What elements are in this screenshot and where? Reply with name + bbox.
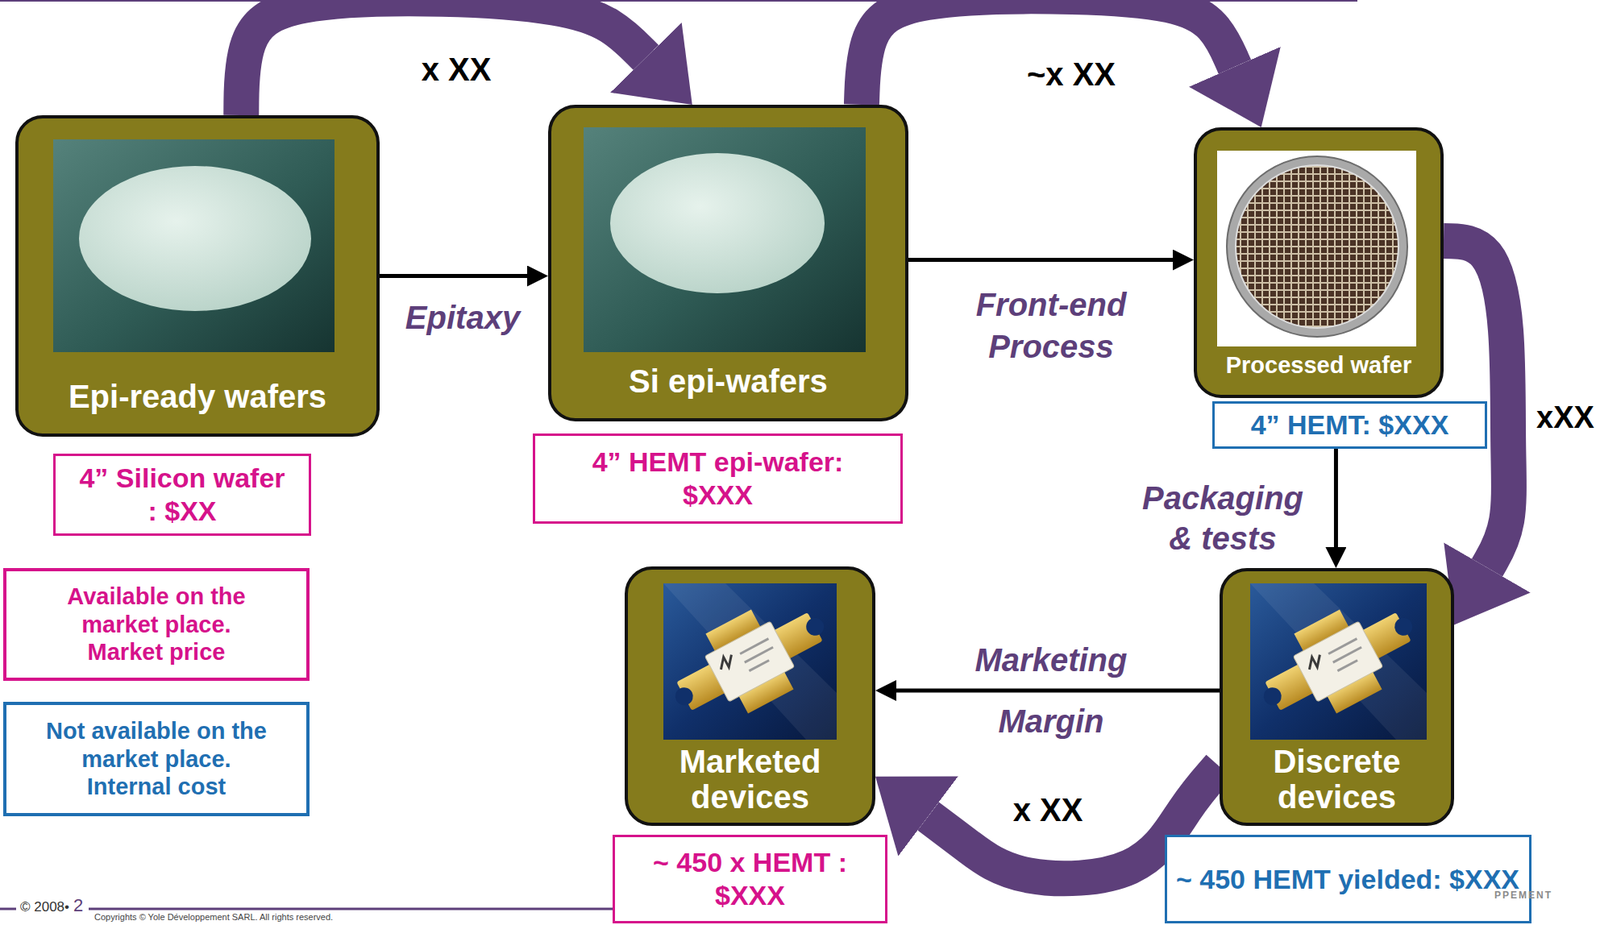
photo-background xyxy=(1217,150,1417,347)
multiplier-arrow xyxy=(861,0,1235,105)
page-number: 2 xyxy=(73,895,84,917)
photo-background xyxy=(583,127,866,353)
lead xyxy=(738,670,794,714)
price-label: 4” HEMT epi-wafer: $XXX xyxy=(581,445,856,512)
marking xyxy=(1333,647,1362,663)
mount-notch xyxy=(1391,615,1416,640)
footer-rule xyxy=(88,908,613,911)
price-label: ~ 450 x HEMT : $XXX xyxy=(629,846,872,913)
legend-text: Available on the market place. Market pr… xyxy=(43,582,270,667)
stage-label: Marketed devices xyxy=(653,743,848,815)
price-box: 4” Silicon wafer : $XX xyxy=(53,453,312,537)
edge-label: Packaging & tests xyxy=(1134,477,1312,559)
flange xyxy=(676,612,823,711)
wafer-edge xyxy=(1235,165,1399,329)
price-box: ~ 450 x HEMT : $XXX xyxy=(612,835,888,924)
light-ray xyxy=(1250,583,1427,740)
mount-notch xyxy=(1260,684,1285,709)
price-box: 4” HEMT epi-wafer: $XXX xyxy=(532,433,903,524)
legend-swatch-box: Available on the market place. Market pr… xyxy=(3,568,310,682)
lead xyxy=(1293,610,1350,653)
stage-box: Marketed devices xyxy=(624,566,876,827)
stage-label: Discrete devices xyxy=(1240,743,1434,815)
wafer xyxy=(610,153,825,294)
packaged-device-photo xyxy=(655,582,844,741)
header-rule xyxy=(0,0,1358,2)
rf-package xyxy=(1243,582,1433,741)
stage-label: Epi-ready wafers xyxy=(68,377,327,416)
edge-label: Front-end Process xyxy=(962,283,1140,368)
price-label: 4” Silicon wafer : $XX xyxy=(74,461,290,528)
connectors xyxy=(241,0,1509,879)
stage-box: Processed wafer xyxy=(1193,127,1444,399)
marking xyxy=(1328,639,1357,655)
light-ray xyxy=(663,583,837,740)
flange xyxy=(1264,612,1411,711)
edge-label: Marketing Margin xyxy=(962,629,1140,753)
copyright-notice: Copyrights © Yole Développement SARL. Al… xyxy=(94,913,333,923)
marking xyxy=(1337,660,1358,672)
ceramic-lid xyxy=(1292,621,1383,703)
stage-box: Si epi-wafers xyxy=(548,104,909,422)
stage-box: Epi-ready wafers xyxy=(15,115,380,437)
photo-background xyxy=(663,583,837,740)
marking xyxy=(739,639,769,655)
mount-notch xyxy=(672,684,697,709)
price-label: 4” HEMT: $XXX xyxy=(1250,408,1450,442)
edge-label: Epitaxy xyxy=(405,298,520,337)
edge-label: xXX xyxy=(1536,399,1595,437)
lead xyxy=(705,610,761,653)
bare-wafer-photo xyxy=(53,139,335,353)
edge-label: ~x XX xyxy=(1026,54,1116,94)
mount-notch xyxy=(802,615,828,640)
wafer xyxy=(1226,156,1408,337)
marking xyxy=(744,647,773,663)
copyright-year: © 2008• xyxy=(20,899,70,916)
processed-wafer-photo xyxy=(1217,150,1417,347)
process-arrow xyxy=(908,257,1173,262)
stage-box: Discrete devices xyxy=(1219,568,1455,827)
price-label: ~ 450 HEMT yielded: $XXX xyxy=(1176,863,1520,897)
edge-label: x XX xyxy=(421,49,492,89)
multiplier-arrow xyxy=(241,0,646,116)
legend-text: Not available on the market place. Inter… xyxy=(43,717,270,802)
die-grid xyxy=(1235,165,1399,329)
footer-rule xyxy=(0,908,17,911)
legend-swatch-box: Not available on the market place. Inter… xyxy=(3,702,310,817)
stage-label: Processed wafer xyxy=(1225,353,1413,379)
ceramic-lid xyxy=(704,621,794,703)
stage-label: Si epi-wafers xyxy=(628,361,828,401)
photo-background xyxy=(1250,583,1427,740)
lead xyxy=(1326,670,1383,714)
epi-wafer-photo xyxy=(583,127,866,353)
price-box: ~ 450 HEMT yielded: $XXX xyxy=(1164,835,1532,924)
photo-background xyxy=(53,139,335,353)
logo-fragment: PPEMENT xyxy=(1494,889,1553,902)
process-arrow xyxy=(896,689,1220,694)
marking xyxy=(748,660,769,672)
rf-package xyxy=(655,582,844,741)
process-arrow xyxy=(1334,448,1339,548)
packaged-device-photo xyxy=(1243,582,1433,741)
logo-mark xyxy=(716,653,736,672)
price-box: 4” HEMT: $XXX xyxy=(1212,401,1488,449)
process-arrow xyxy=(379,274,528,279)
wafer xyxy=(78,166,312,312)
edge-label: x XX xyxy=(1013,790,1084,830)
logo-mark xyxy=(1304,653,1325,672)
